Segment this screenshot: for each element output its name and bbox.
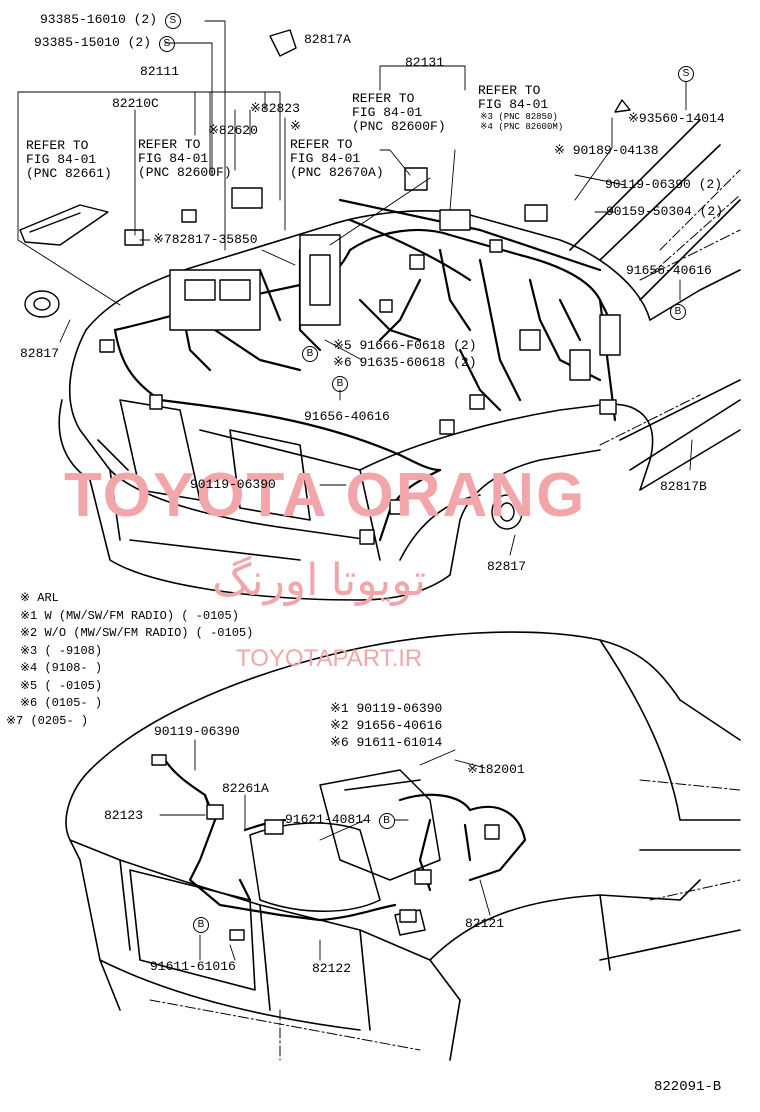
- refer-5-note-1: ※3 (PNC 82850): [480, 112, 558, 122]
- bubble-b-4: B: [378, 813, 395, 829]
- label-82817-mid: 82817: [487, 559, 527, 574]
- label-82823: ※82823: [250, 101, 300, 116]
- bottom-harness: [163, 758, 527, 922]
- refer-5-line-2: FIG 84-01: [478, 97, 549, 112]
- label-x2-91656: ※2 91656-40616: [330, 718, 443, 733]
- label-93385-16010-text: 93385-16010 (2): [40, 12, 158, 27]
- refer-2-line-3: (PNC 82600F): [138, 165, 232, 180]
- top-dashdot-lines: [599, 169, 741, 446]
- legend-line-3: ※3 ( -9108): [20, 643, 103, 658]
- label-91656-40616-center: 91656-40616: [304, 409, 390, 424]
- refer-block-3: REFER TO FIG 84-01 (PNC 82670A): [290, 138, 384, 180]
- label-93385-15010: 93385-15010 (2) S: [34, 36, 175, 52]
- label-82111: 82111: [140, 64, 180, 79]
- legend-line-1: ※1 W (MW/SW/FM RADIO) ( -0105): [20, 608, 239, 623]
- label-93385-15010-text: 93385-15010 (2): [34, 35, 152, 50]
- label-82123: 82123: [104, 808, 144, 823]
- figure-code: 822091-B: [654, 1079, 722, 1095]
- label-91666-f0618: ※5 91666-F0618 (2): [333, 338, 477, 353]
- bubble-s-3: S: [678, 66, 694, 82]
- bottom-dashdot-lines: [149, 779, 741, 1061]
- label-82817-left: 82817: [20, 346, 60, 361]
- refer-3-line-1: REFER TO: [290, 137, 353, 152]
- bubble-b-right: B: [670, 304, 686, 320]
- bottom-components: [249, 769, 441, 936]
- top-connectors: [99, 167, 621, 545]
- refer-1-line-1: REFER TO: [26, 138, 89, 153]
- bubble-b-2: B: [302, 346, 318, 362]
- bottom-vehicle-body: [65, 631, 741, 1061]
- label-91611-61016: 91611-61016: [150, 959, 236, 974]
- bubble-s-right: S: [678, 66, 694, 82]
- label-x6-91611: ※6 91611-61014: [330, 735, 443, 750]
- refer-3-line-3: (PNC 82670A): [290, 165, 384, 180]
- label-91621-40814-text: 91621-40814: [285, 812, 371, 827]
- refer-2-line-1: REFER TO: [138, 137, 201, 152]
- top-leaders: [17, 20, 693, 556]
- label-82131: 82131: [405, 55, 445, 70]
- grommets: [24, 29, 631, 530]
- refer-3-line-2: FIG 84-01: [290, 151, 361, 166]
- label-82001: ※182001: [467, 762, 525, 777]
- legend-line-5: ※5 ( -0105): [20, 678, 103, 693]
- bubble-s-1: S: [164, 13, 181, 29]
- refer-5-note-2: ※4 (PNC 82600M): [480, 122, 564, 132]
- bubble-b-5: B: [193, 917, 209, 933]
- label-90119-06390-mid: 90119-06390: [190, 477, 276, 492]
- watermark-persian: تويوتا اورنگ: [212, 556, 427, 605]
- label-93385-16010: 93385-16010 (2) S: [40, 13, 181, 29]
- legend-line-2: ※2 W/O (MW/SW/FM RADIO) ( -0105): [20, 626, 254, 640]
- legend-line-6: ※6 (0105- ): [20, 696, 103, 710]
- refer-1-line-3: (PNC 82661): [26, 166, 112, 181]
- refer-block-2: REFER TO FIG 84-01 (PNC 82600F): [138, 138, 232, 180]
- refer-block-4: REFER TO FIG 84-01 (PNC 82600F): [352, 92, 446, 134]
- refer-1-line-2: FIG 84-01: [26, 152, 97, 167]
- label-91635-60618: ※6 91635-60618 (2): [333, 355, 477, 370]
- label-82210c: 82210C: [112, 96, 159, 111]
- label-91656-40616-right: 91656-40616: [626, 263, 712, 278]
- bubble-b-3: B: [332, 376, 348, 392]
- bubble-b-center: B: [302, 346, 318, 362]
- label-82620: ※82620: [208, 123, 258, 138]
- bubble-s-2: S: [158, 36, 175, 52]
- label-82817a: 82817A: [304, 32, 351, 47]
- refer-block-5: REFER TO FIG 84-01 ※3 (PNC 82850) ※4 (PN…: [478, 83, 564, 133]
- label-90189-04138: ※ 90189-04138: [554, 143, 659, 158]
- label-91621-40814: 91621-40814 B: [285, 813, 395, 829]
- refer-2-line-2: FIG 84-01: [138, 151, 209, 166]
- legend-line-7: ※7 (0205- ): [6, 713, 89, 728]
- top-room-lamp: [19, 204, 109, 246]
- label-90119-06390-bottom: 90119-06390: [154, 724, 240, 739]
- label-90159-50304-2: 90159-50304 (2): [606, 204, 724, 219]
- bottom-leaders: [159, 739, 491, 961]
- note-mark-top: ※: [290, 119, 301, 134]
- top-vehicle-body: [58, 119, 741, 601]
- bubble-b-1: B: [670, 304, 686, 320]
- label-82121: 82121: [465, 916, 505, 931]
- label-93560-14014: ※93560-14014: [628, 111, 725, 126]
- label-90119-06390-2: 90119-06390 (2): [605, 177, 723, 192]
- watermark-site: TOYOTAPART.IR: [236, 645, 423, 672]
- legend-line-4: ※4 (9108- ): [20, 661, 103, 675]
- legend-line-0: ※ ARL: [20, 591, 59, 605]
- label-82817b: 82817B: [660, 479, 707, 494]
- label-782817-35850: ※782817-35850: [153, 232, 258, 247]
- label-x1-90119: ※1 90119-06390: [330, 701, 443, 716]
- refer-5-line-1: REFER TO: [478, 83, 541, 98]
- refer-4-line-1: REFER TO: [352, 91, 415, 106]
- label-82261a: 82261A: [222, 781, 269, 796]
- bottom-connectors: [151, 754, 500, 941]
- watermark-main: TOYOTA ORANG: [64, 461, 587, 530]
- label-82122: 82122: [312, 961, 352, 976]
- refer-block-1: REFER TO FIG 84-01 (PNC 82661): [26, 139, 112, 181]
- refer-4-line-3: (PNC 82600F): [352, 119, 446, 134]
- legend: ※ ARL ※1 W (MW/SW/FM RADIO) ( -0105) ※2 …: [6, 590, 253, 730]
- bubble-b-lower: B: [332, 376, 348, 392]
- refer-4-line-2: FIG 84-01: [352, 105, 423, 120]
- bubble-b-bottom: B: [193, 917, 209, 933]
